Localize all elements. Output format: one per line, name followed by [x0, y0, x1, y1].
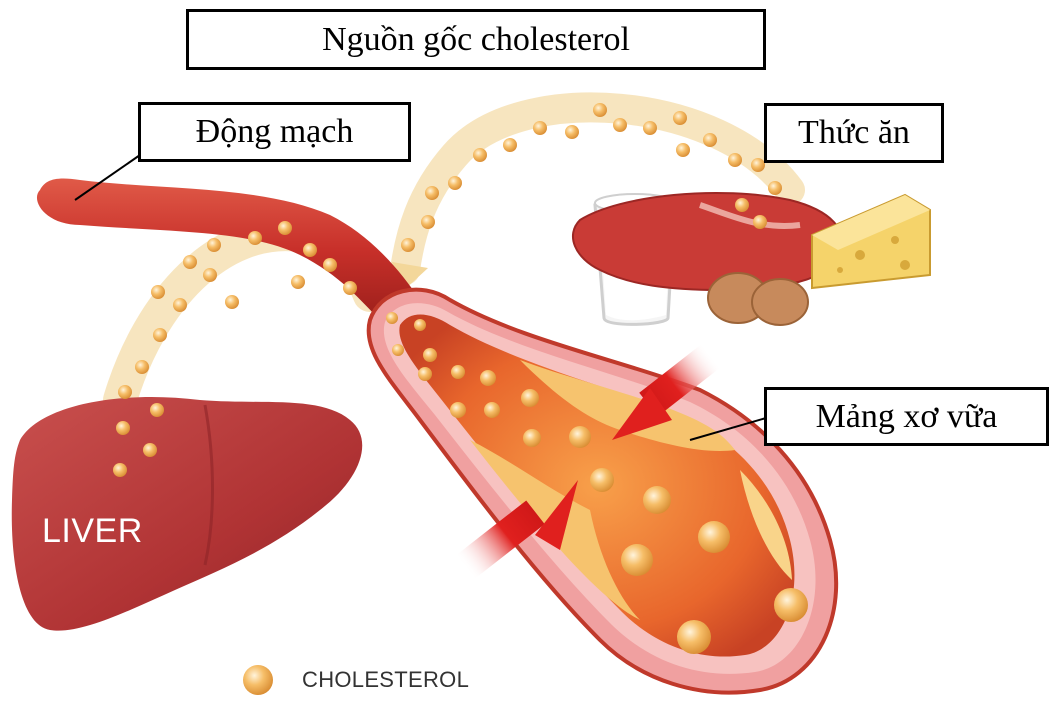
cholesterol-dot — [150, 403, 164, 417]
cholesterol-dot — [423, 348, 437, 362]
cholesterol-dot — [183, 255, 197, 269]
plaque-arrow-top — [612, 343, 721, 440]
cholesterol-dot — [278, 221, 292, 235]
cholesterol-dot — [480, 370, 496, 386]
cholesterol-dot — [676, 143, 690, 157]
cholesterol-dot — [450, 402, 466, 418]
cholesterol-dot — [768, 181, 782, 195]
cholesterol-dot — [414, 319, 426, 331]
cholesterol-dot — [448, 176, 462, 190]
food-label-box: Thức ăn — [764, 103, 944, 163]
cholesterol-dot — [565, 125, 579, 139]
cholesterol-dot — [503, 138, 517, 152]
cholesterol-dot — [323, 258, 337, 272]
cholesterol-dot — [392, 344, 404, 356]
artery-label-box: Động mạch — [138, 102, 411, 162]
cholesterol-dots — [113, 103, 808, 654]
cholesterol-dot — [207, 238, 221, 252]
cholesterol-dot — [153, 328, 167, 342]
cholesterol-dot — [523, 429, 541, 447]
plaque-deposit-right — [740, 470, 792, 580]
title-box: Nguồn gốc cholesterol — [186, 9, 766, 70]
cholesterol-dot — [473, 148, 487, 162]
cholesterol-dot — [143, 443, 157, 457]
cheese-icon — [811, 193, 931, 290]
cholesterol-dot — [677, 620, 711, 654]
cholesterol-dot — [613, 118, 627, 132]
cholesterol-dot — [386, 312, 398, 324]
food-flow-path — [390, 92, 805, 285]
artery-tube — [36, 178, 421, 320]
cholesterol-dot — [673, 111, 687, 125]
artery-pointer-line — [74, 154, 141, 201]
cholesterol-dot — [698, 521, 730, 553]
cholesterol-dot — [418, 367, 432, 381]
liver-shape — [11, 396, 363, 631]
plaque-deposit-top — [520, 360, 735, 451]
cholesterol-dot — [225, 295, 239, 309]
cholesterol-dot — [751, 158, 765, 172]
cholesterol-dot — [303, 243, 317, 257]
plaque-label-box: Mảng xơ vữa — [764, 387, 1049, 446]
cholesterol-dot — [116, 421, 130, 435]
cholesterol-dot — [569, 426, 591, 448]
cholesterol-dot — [118, 385, 132, 399]
plaque-pointer-line — [689, 417, 767, 441]
cholesterol-dot — [643, 486, 671, 514]
cholesterol-dot — [735, 198, 749, 212]
cholesterol-dot — [401, 238, 415, 252]
liver-label: LIVER — [42, 512, 143, 550]
cholesterol-dot — [135, 360, 149, 374]
cholesterol-dot — [774, 588, 808, 622]
cholesterol-dot — [728, 153, 742, 167]
meat-fat-streak — [699, 202, 801, 229]
cholesterol-dot — [343, 281, 357, 295]
cholesterol-dot — [703, 133, 717, 147]
cholesterol-dot — [533, 121, 547, 135]
cholesterol-dot — [621, 544, 653, 576]
cholesterol-dot — [521, 389, 539, 407]
cholesterol-dot — [173, 298, 187, 312]
cholesterol-dot — [425, 186, 439, 200]
plaque-label: Mảng xơ vữa — [815, 397, 998, 435]
cholesterol-dot — [248, 231, 262, 245]
cholesterol-dot — [753, 215, 767, 229]
cholesterol-dot — [590, 468, 614, 492]
food-label: Thức ăn — [798, 114, 910, 151]
cholesterol-dot — [113, 463, 127, 477]
plaque-arrow-bottom — [455, 480, 578, 580]
legend-label: CHOLESTEROL — [302, 667, 470, 692]
cholesterol-dot-icon — [243, 665, 273, 695]
artery-label: Động mạch — [195, 113, 354, 150]
cholesterol-dot — [484, 402, 500, 418]
cholesterol-dot — [451, 365, 465, 379]
cholesterol-dot — [203, 268, 217, 282]
eggs-icon — [707, 272, 809, 326]
cholesterol-dot — [291, 275, 305, 289]
liver-lobe-line — [203, 404, 214, 566]
cholesterol-dot — [421, 215, 435, 229]
page-title: Nguồn gốc cholesterol — [322, 20, 630, 58]
cholesterol-dot — [593, 103, 607, 117]
cholesterol-dot — [151, 285, 165, 299]
cholesterol-dot — [643, 121, 657, 135]
